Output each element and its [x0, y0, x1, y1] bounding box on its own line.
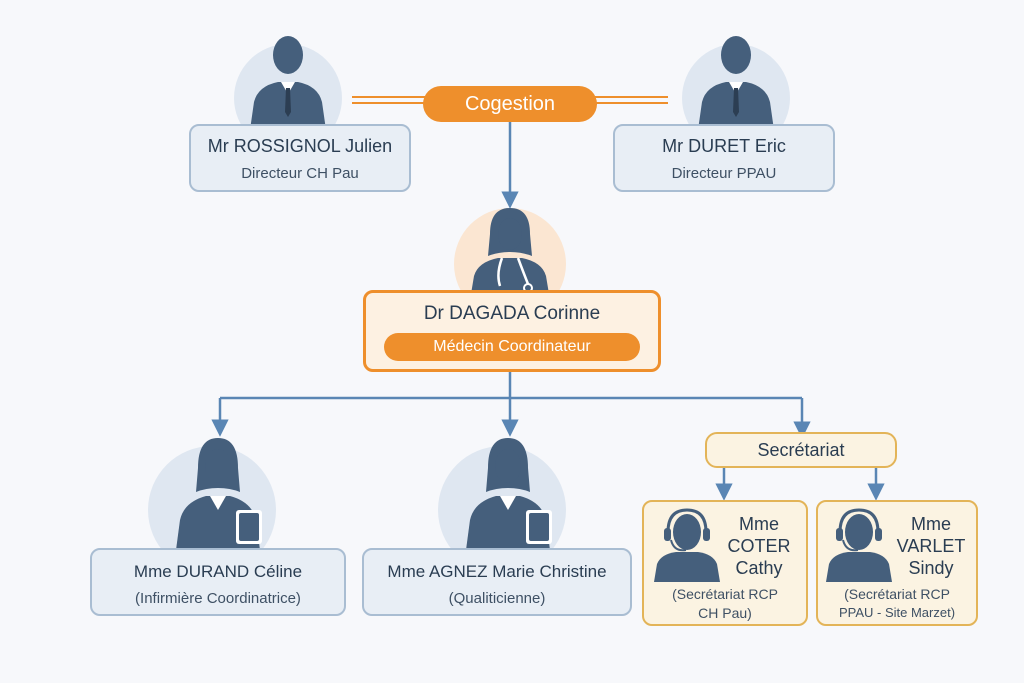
headset-icon — [654, 508, 720, 582]
cogestion-label: Cogestion — [464, 93, 556, 115]
varlet-role-line2: PPAU - Site Marzet) — [838, 605, 956, 620]
coter-name-line2: COTER — [727, 536, 791, 556]
varlet-name-line1: Mme — [911, 514, 951, 534]
duret-role: Directeur PPAU — [671, 165, 777, 182]
avatar-rossignol — [250, 36, 326, 130]
coter-name-line3: Cathy — [735, 558, 783, 578]
hierarchy-connectors — [211, 121, 885, 501]
varlet-name-line3: Sindy — [908, 558, 954, 578]
varlet-name-line2: VARLET — [896, 536, 966, 556]
dagada-name: Dr DAGADA Corinne — [423, 303, 601, 324]
card-agnez: Mme AGNEZ Marie Christine (Qualiticienne… — [362, 548, 632, 616]
cogestion-badge: Cogestion — [423, 86, 597, 122]
coter-name-line1: Mme — [739, 514, 779, 534]
avatar-duret — [698, 36, 774, 130]
card-varlet: Mme VARLET Sindy (Secrétariat RCP PPAU -… — [816, 500, 978, 626]
avatar-dagada — [470, 208, 550, 300]
secretariat-label: Secrétariat — [757, 440, 845, 460]
dagada-role-badge: Médecin Coordinateur — [384, 333, 640, 361]
duret-name: Mr DURET Eric — [662, 136, 786, 156]
card-coter: Mme COTER Cathy (Secrétariat RCP CH Pau) — [642, 500, 808, 626]
dagada-role: Médecin Coordinateur — [433, 338, 591, 355]
rossignol-name: Mr ROSSIGNOL Julien — [207, 136, 393, 156]
durand-name: Mme DURAND Céline — [133, 562, 303, 581]
agnez-name: Mme AGNEZ Marie Christine — [387, 562, 607, 581]
card-durand: Mme DURAND Céline (Infirmière Coordinatr… — [90, 548, 346, 616]
avatar-durand — [176, 438, 262, 550]
secretariat-badge: Secrétariat — [705, 432, 897, 468]
coter-role-line2: CH Pau) — [698, 605, 752, 621]
cogestion-connectors — [352, 96, 668, 104]
coter-role-line1: (Secrétariat RCP — [672, 586, 778, 602]
card-rossignol: Mr ROSSIGNOL Julien Directeur CH Pau — [189, 124, 411, 192]
avatar-agnez — [466, 438, 552, 550]
headset-icon — [826, 508, 892, 582]
varlet-role-line1: (Secrétariat RCP — [844, 586, 950, 602]
durand-role: (Infirmière Coordinatrice) — [135, 590, 301, 607]
rossignol-role: Directeur CH Pau — [241, 165, 359, 182]
agnez-role: (Qualiticienne) — [448, 590, 546, 607]
card-duret: Mr DURET Eric Directeur PPAU — [613, 124, 835, 192]
